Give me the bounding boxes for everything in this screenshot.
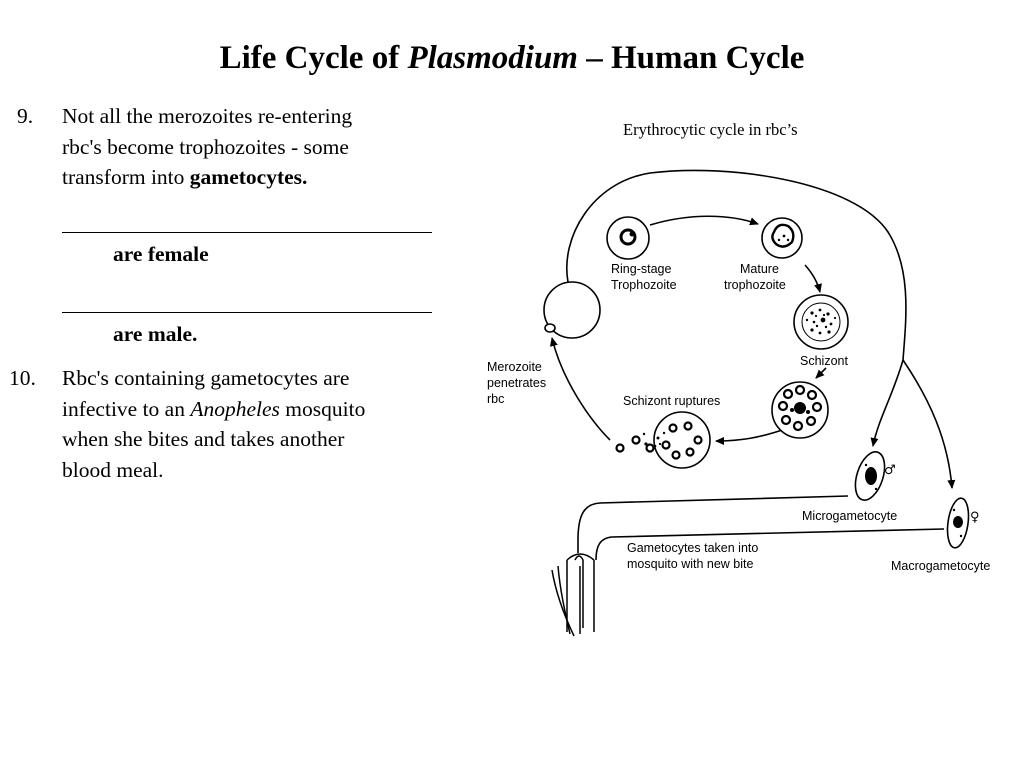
merozoite-label-line3: rbc xyxy=(487,392,504,406)
merozoite-label: Merozoite xyxy=(487,360,542,374)
ring-stage-label-line2: Trophozoite xyxy=(611,278,677,292)
rbc-cell xyxy=(543,281,601,339)
ring-stage-cell xyxy=(606,216,650,260)
macrogametocyte-label: Macrogametocyte xyxy=(891,559,990,573)
item-text: Rbc's containing gametocytes are infecti… xyxy=(62,366,366,482)
item-text: Not all the merozoites re-entering rbc's… xyxy=(62,101,432,350)
macrogametocyte-cell: ♀ xyxy=(946,497,980,549)
schizont-cell xyxy=(793,294,849,350)
page-title: Life Cycle of Plasmodium – Human Cycle xyxy=(219,40,805,76)
schizont-ruptures-label: Schizont ruptures xyxy=(623,394,720,408)
anopheles-term: Anopheles xyxy=(190,396,280,421)
rupturing-schizont-cell xyxy=(771,381,829,439)
merozoite-label-line2: penetrates xyxy=(487,376,546,390)
merozoite-icon xyxy=(544,323,556,333)
item-number: 10. xyxy=(9,366,36,390)
title-genus: Plasmodium xyxy=(407,40,578,76)
female-symbol-icon: ♀ xyxy=(970,510,980,525)
diagram-labels: Ring-stage Trophozoite Mature trophozoit… xyxy=(487,262,990,573)
microgametocyte-label: Microgametocyte xyxy=(802,509,897,523)
mature-trophozoite-cell xyxy=(761,217,803,259)
are-female-label: are female xyxy=(113,241,209,266)
are-male-label: are male. xyxy=(113,322,198,346)
gametocytes-taken-label-line2: mosquito with new bite xyxy=(627,557,754,571)
mature-trophozoite-label-line2: trophozoite xyxy=(724,278,786,292)
tube-line-upper xyxy=(577,495,849,553)
arrow-rupture-to-free xyxy=(715,427,789,445)
arrow-schizont-to-rupture xyxy=(815,367,827,379)
mature-trophozoite-label: Mature xyxy=(740,262,779,276)
gametocytes-taken-label: Gametocytes taken into xyxy=(627,541,758,555)
blank-line-male xyxy=(62,312,432,313)
tube-line-lower xyxy=(595,528,945,561)
schizont-label: Schizont xyxy=(800,354,848,368)
arrow-to-macrogametocyte xyxy=(902,359,956,489)
mosquito-proboscis-icon xyxy=(551,553,595,637)
arrow-to-microgametocyte xyxy=(870,359,904,447)
free-merozoites-cell xyxy=(615,411,711,469)
item-number: 9. xyxy=(17,104,34,128)
blank-line-female xyxy=(62,231,432,233)
cycle-arrows xyxy=(549,169,956,561)
male-symbol-icon: ♂ xyxy=(884,463,896,478)
diagram-caption: Erythrocytic cycle in rbc’s xyxy=(623,120,798,139)
gametocytes-term: gametocytes. xyxy=(189,165,308,189)
arrow-ring-to-mature xyxy=(649,215,759,226)
arrow-mature-to-schizont xyxy=(804,264,822,293)
arrow-back-to-rbc xyxy=(549,337,611,441)
outer-loop-line xyxy=(566,169,907,361)
ring-stage-label: Ring-stage xyxy=(611,262,671,276)
microgametocyte-cell: ♂ xyxy=(854,451,896,501)
